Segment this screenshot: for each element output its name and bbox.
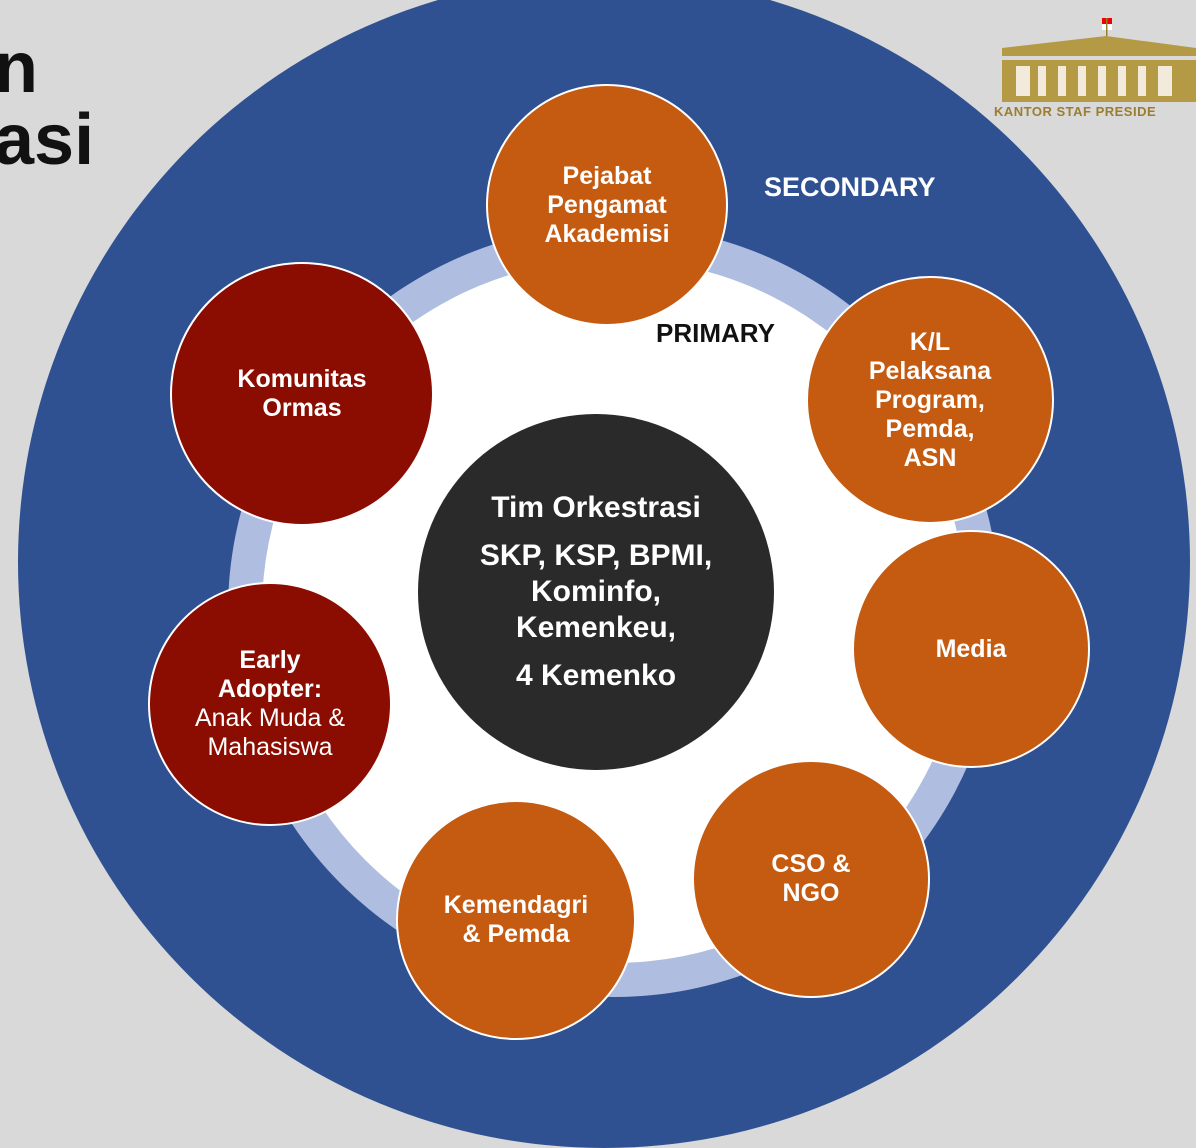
node-media-line1: Media bbox=[935, 634, 1007, 663]
node-kl-line4: Pemda, bbox=[885, 414, 975, 443]
node-early-line4: Mahasiswa bbox=[207, 733, 333, 761]
primary-label: PRIMARY bbox=[656, 318, 775, 348]
node-early-line1: Early bbox=[239, 646, 301, 674]
secondary-label: SECONDARY bbox=[764, 172, 936, 202]
center-line5: 4 Kemenko bbox=[515, 659, 677, 692]
slide-title-line2: asi bbox=[0, 100, 95, 180]
node-kl-line3: Program, bbox=[875, 385, 985, 414]
logo-roof bbox=[1002, 36, 1196, 48]
node-kemendagri-line1: Kemendagri bbox=[443, 891, 589, 919]
node-pejabat: Pejabat Pengamat Akademisi bbox=[486, 84, 728, 326]
center-node: Tim Orkestrasi SKP, KSP, BPMI, Kominfo, … bbox=[418, 414, 774, 770]
logo-window bbox=[1078, 66, 1086, 96]
center-line3: Kominfo, bbox=[531, 575, 661, 608]
node-early-line3: Anak Muda & bbox=[194, 704, 346, 732]
logo-caption: KANTOR STAF PRESIDE bbox=[994, 104, 1157, 119]
logo-beam bbox=[1002, 48, 1196, 56]
center-line2: SKP, KSP, BPMI, bbox=[479, 539, 713, 572]
node-komunitas: Komunitas Ormas bbox=[170, 262, 434, 526]
node-komunitas-line1: Komunitas bbox=[237, 365, 367, 393]
logo-window bbox=[1016, 66, 1030, 96]
center-line1: Tim Orkestrasi bbox=[491, 491, 701, 524]
logo-window bbox=[1118, 66, 1126, 96]
node-cso: CSO & NGO bbox=[692, 760, 930, 998]
node-kl: K/L Pelaksana Program, Pemda, ASN bbox=[806, 276, 1054, 524]
slide-title-line1: n bbox=[0, 28, 38, 108]
logo-flagpole bbox=[1106, 18, 1108, 42]
node-early-line2: Adopter: bbox=[217, 675, 323, 703]
node-kl-line5: ASN bbox=[903, 443, 957, 472]
logo-window bbox=[1058, 66, 1066, 96]
node-kl-line1: K/L bbox=[909, 327, 951, 356]
node-cso-line2: NGO bbox=[782, 879, 840, 907]
node-kemendagri: Kemendagri & Pemda bbox=[396, 800, 636, 1040]
node-komunitas-line2: Ormas bbox=[262, 394, 342, 422]
node-cso-line1: CSO & bbox=[771, 850, 851, 878]
ksp-logo bbox=[1002, 18, 1196, 102]
node-early-adopter: Early Adopter: Anak Muda & Mahasiswa bbox=[148, 582, 392, 826]
logo-window bbox=[1138, 66, 1146, 96]
logo-window bbox=[1038, 66, 1046, 96]
node-media: Media bbox=[852, 530, 1090, 768]
node-pejabat-line3: Akademisi bbox=[544, 219, 670, 248]
node-kl-line2: Pelaksana bbox=[868, 356, 992, 385]
slide-title: n asi bbox=[0, 32, 94, 176]
logo-window bbox=[1158, 66, 1172, 96]
logo-window bbox=[1098, 66, 1106, 96]
center-line4: Kemenkeu, bbox=[515, 611, 677, 644]
node-pejabat-line1: Pejabat bbox=[562, 161, 652, 190]
node-kemendagri-line2: & Pemda bbox=[462, 920, 570, 948]
node-pejabat-line2: Pengamat bbox=[547, 190, 667, 219]
